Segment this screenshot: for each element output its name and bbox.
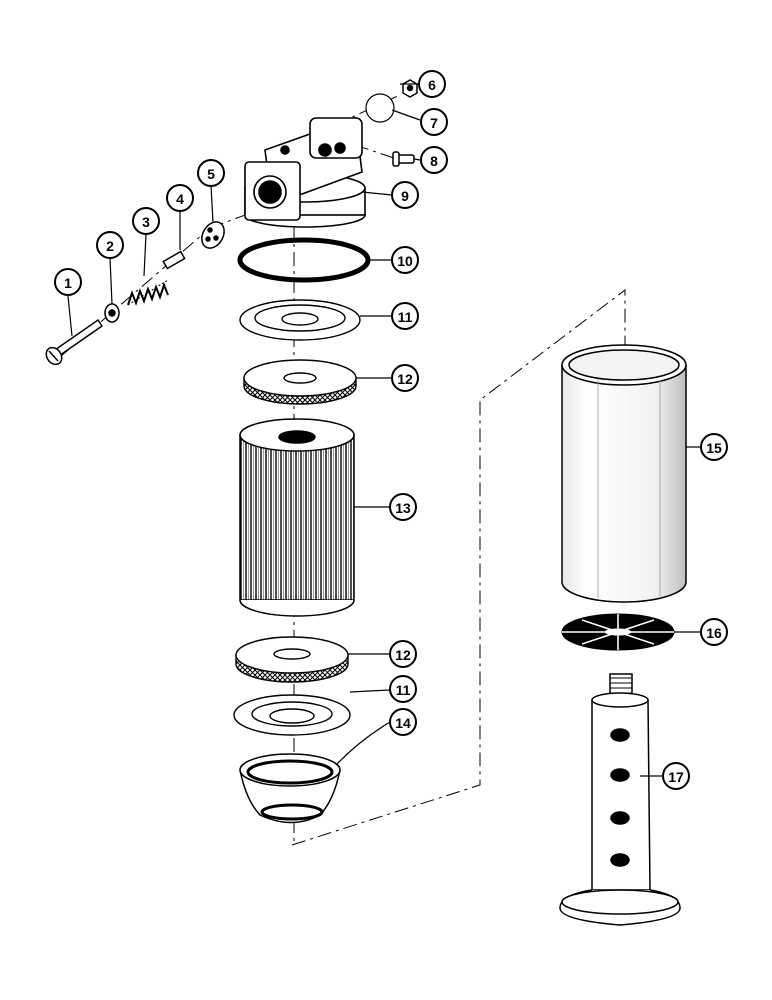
part-4-pin bbox=[162, 250, 186, 270]
callout-number: 10 bbox=[397, 253, 413, 269]
part-5-valve-disc bbox=[201, 221, 225, 249]
part-7-ball bbox=[365, 93, 395, 123]
part-11-washer-lower bbox=[233, 694, 351, 736]
callout-12: 12 bbox=[391, 364, 419, 392]
callout-3: 3 bbox=[132, 207, 160, 235]
callout-number: 2 bbox=[106, 238, 114, 254]
callout-number: 13 bbox=[395, 500, 411, 516]
callout-16: 16 bbox=[700, 618, 728, 646]
part-10-o-ring bbox=[237, 237, 371, 283]
callout-number: 5 bbox=[207, 166, 215, 182]
callout-2: 2 bbox=[96, 231, 124, 259]
part-1-bolt bbox=[45, 318, 104, 366]
callout-number: 4 bbox=[176, 191, 184, 207]
callout-number: 1 bbox=[64, 275, 72, 291]
callout-17: 17 bbox=[662, 762, 690, 790]
part-9-filter-head bbox=[244, 116, 366, 228]
part-2-nut bbox=[104, 303, 120, 323]
part-13-filter-element bbox=[239, 418, 355, 617]
callout-9: 9 bbox=[391, 181, 419, 209]
callout-number: 12 bbox=[395, 647, 411, 663]
callout-number: 7 bbox=[430, 115, 438, 131]
callout-number: 8 bbox=[430, 153, 438, 169]
callout-5: 5 bbox=[197, 159, 225, 187]
callout-number: 15 bbox=[706, 440, 722, 456]
part-12-knurled-ring-upper bbox=[243, 359, 357, 405]
callout-15: 15 bbox=[700, 433, 728, 461]
callout-11-lower: 11 bbox=[389, 675, 417, 703]
callout-number: 9 bbox=[401, 188, 409, 204]
callout-number: 6 bbox=[428, 77, 436, 93]
callout-7: 7 bbox=[420, 108, 448, 136]
part-6-small-nut bbox=[402, 79, 418, 98]
callout-1: 1 bbox=[54, 268, 82, 296]
callout-11: 11 bbox=[391, 302, 419, 330]
callout-number: 17 bbox=[668, 769, 684, 785]
callout-10: 10 bbox=[391, 246, 419, 274]
callout-number: 12 bbox=[397, 371, 413, 387]
callout-13: 13 bbox=[389, 493, 417, 521]
part-16-gasket-disc bbox=[561, 613, 675, 651]
callout-8: 8 bbox=[420, 146, 448, 174]
part-11-washer-upper bbox=[239, 299, 361, 341]
part-3-spring bbox=[127, 279, 169, 306]
callout-4: 4 bbox=[166, 184, 194, 212]
callout-6: 6 bbox=[418, 70, 446, 98]
callout-14: 14 bbox=[389, 708, 417, 736]
leader-lines bbox=[67, 83, 700, 777]
callout-number: 16 bbox=[706, 625, 722, 641]
part-12-knurled-ring-lower bbox=[235, 636, 349, 683]
callout-number: 11 bbox=[398, 309, 413, 325]
part-17-center-tube bbox=[559, 673, 681, 926]
callout-number: 11 bbox=[396, 682, 411, 698]
callout-number: 14 bbox=[395, 715, 411, 731]
callout-number: 3 bbox=[142, 214, 150, 230]
part-15-canister bbox=[561, 344, 687, 603]
part-14-seal-cup bbox=[239, 753, 341, 824]
part-8-screw bbox=[392, 151, 415, 167]
callout-12-lower: 12 bbox=[389, 640, 417, 668]
